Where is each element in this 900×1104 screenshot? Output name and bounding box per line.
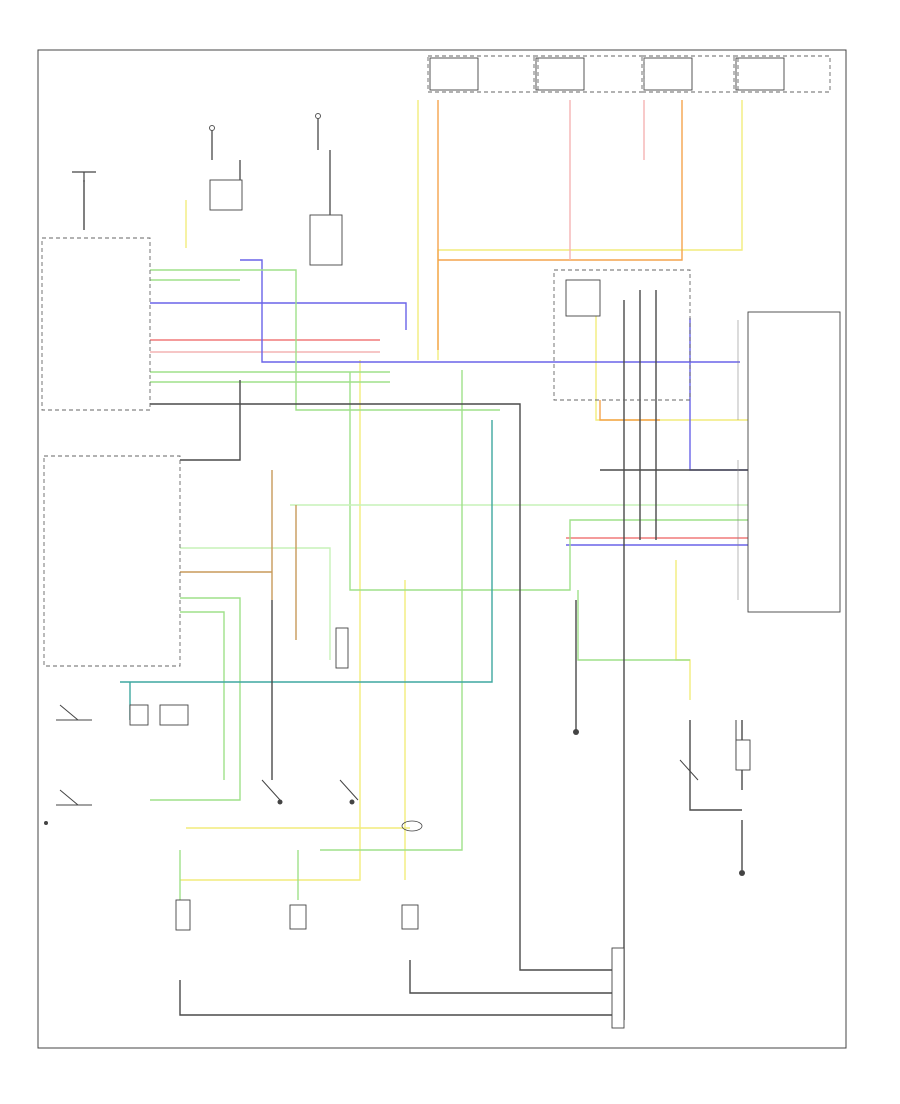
wire (180, 380, 241, 461)
ignition-switch-area (209, 113, 343, 266)
wire (437, 100, 743, 360)
rear-door-switch (56, 789, 92, 806)
left-door-lock-switch (175, 899, 191, 931)
wire (595, 300, 748, 421)
wire (150, 597, 241, 801)
wire (349, 372, 748, 591)
diagram-frame (37, 49, 847, 1049)
rear-left-lock-actuator (643, 57, 693, 91)
keyless-entry-control-unit (41, 237, 151, 411)
wire (599, 400, 660, 421)
wire (240, 259, 740, 363)
wire (180, 611, 225, 780)
wire (150, 403, 612, 971)
components (41, 171, 841, 1029)
door-key-cylinder-switch (261, 779, 359, 801)
wire (150, 269, 500, 411)
ground-point (349, 799, 355, 805)
power-door-lock-control-unit (747, 311, 841, 613)
rear-right-lock-actuator (735, 57, 785, 91)
front-door-switch (56, 704, 92, 721)
wire (320, 370, 463, 851)
trunk-key-switch (679, 720, 737, 781)
wire (438, 100, 683, 261)
junction-connector (611, 947, 625, 1029)
antenna-icon (72, 171, 96, 182)
wire (150, 302, 407, 330)
wire (675, 560, 691, 700)
wire (409, 960, 612, 994)
wires (83, 100, 748, 1020)
driver-door-key-switch (289, 904, 307, 930)
ground-point (277, 799, 283, 805)
front-left-lock-actuator (429, 57, 479, 91)
ground-point (739, 870, 745, 876)
wire (120, 420, 493, 683)
wire (180, 360, 361, 881)
front-right-lock-actuator (535, 57, 585, 91)
ground-point (44, 821, 48, 825)
top-lock-actuators (427, 55, 831, 93)
wire (180, 547, 331, 660)
ground-point (573, 729, 579, 735)
wire (179, 980, 612, 1016)
wire (689, 720, 742, 811)
wire (689, 318, 748, 471)
security-module (43, 455, 181, 667)
wire (577, 590, 690, 661)
passenger-door-key-switch (401, 904, 419, 930)
